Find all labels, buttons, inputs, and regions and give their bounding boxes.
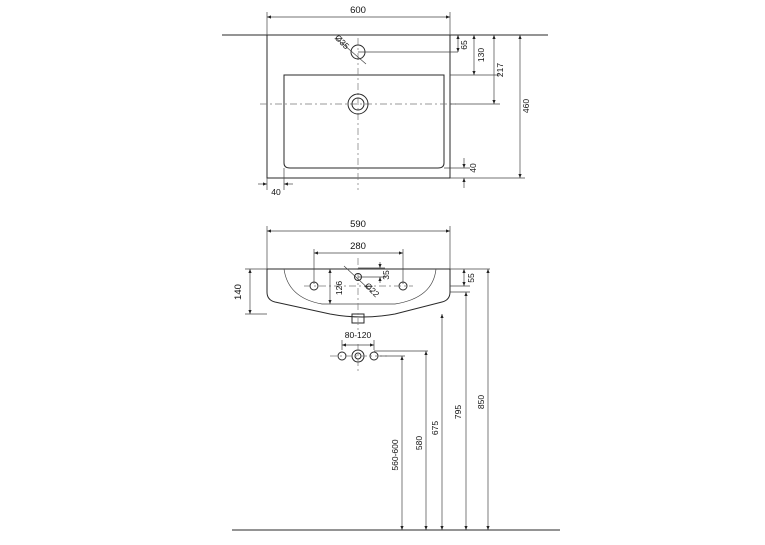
water-connections <box>330 340 388 372</box>
dim-850: 850 <box>476 395 486 409</box>
dim-126: 126 <box>334 281 344 295</box>
basin-bowl-front <box>283 268 437 305</box>
dim-140: 140 <box>233 284 244 300</box>
dim-590: 590 <box>350 219 366 230</box>
dim-795: 795 <box>453 405 463 419</box>
dim-460: 460 <box>521 99 531 113</box>
dim-35: 35 <box>381 270 391 280</box>
dim-560-600: 560-600 <box>390 439 400 470</box>
front-view: 590 280 35 126 Ø22 140 55 <box>232 219 560 531</box>
dim-80-120: 80-120 <box>345 330 372 340</box>
dim-40-right: 40 <box>468 163 478 173</box>
dim-55: 55 <box>466 273 476 283</box>
dim-overflow-22: Ø22 <box>363 281 382 300</box>
dim-280: 280 <box>350 241 366 252</box>
dim-580: 580 <box>414 436 424 450</box>
dim-600: 600 <box>350 5 366 16</box>
dim-217: 217 <box>495 63 505 77</box>
drain-inner <box>351 97 365 111</box>
drain-outer <box>347 93 369 115</box>
dim-65: 65 <box>459 40 469 50</box>
basin-outline-front <box>266 268 451 318</box>
basin-outline-top <box>266 34 451 179</box>
dim-675: 675 <box>430 421 440 435</box>
dim-40-bottom: 40 <box>271 187 281 197</box>
basin-bowl-top <box>283 74 445 169</box>
top-view: 600 Ø35 65 130 217 460 40 40 <box>222 5 548 197</box>
dim-130: 130 <box>476 48 486 62</box>
